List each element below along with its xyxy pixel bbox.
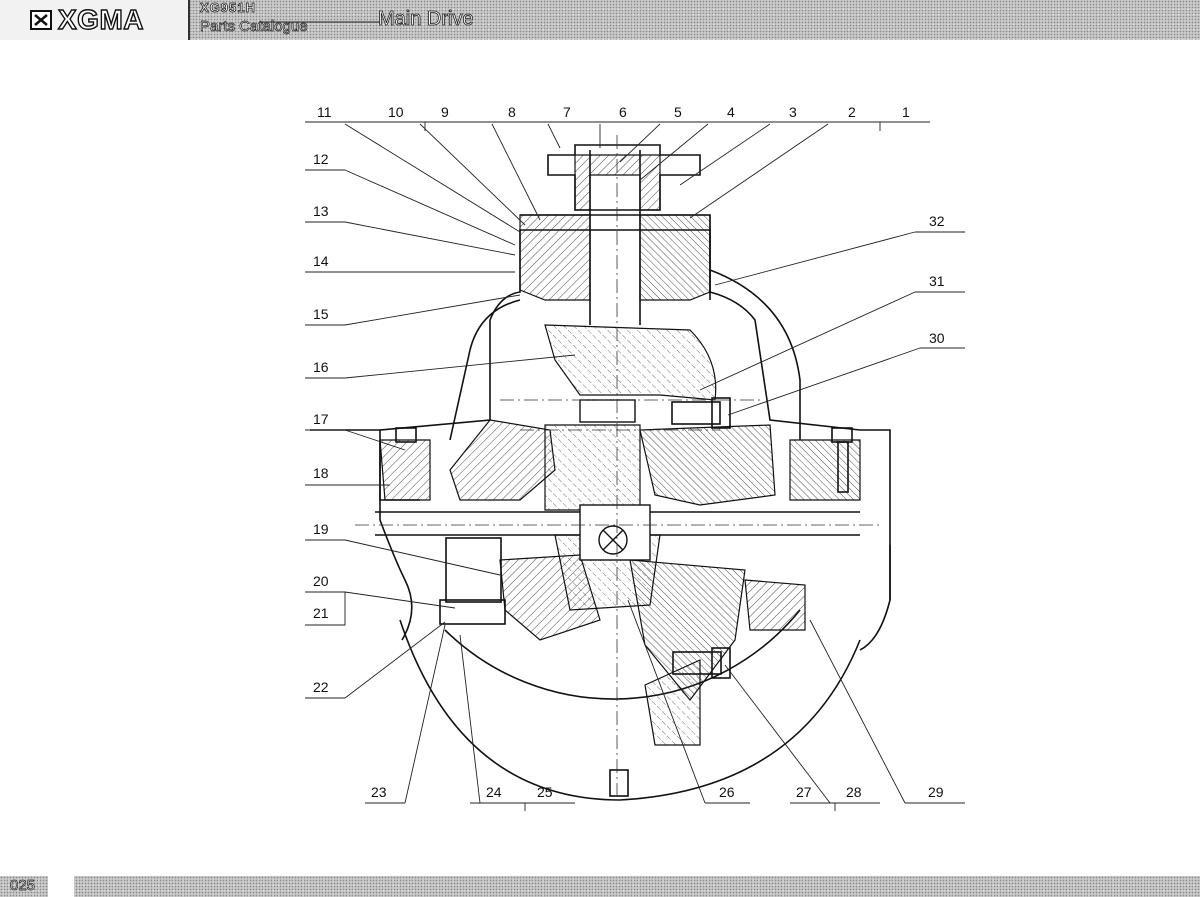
xgma-logo-icon xyxy=(30,10,52,30)
callout-3: 3 xyxy=(789,104,797,120)
callout-12: 12 xyxy=(313,151,329,167)
callout-25: 25 xyxy=(537,784,553,800)
callout-4: 4 xyxy=(727,104,735,120)
callout-20: 20 xyxy=(313,573,329,589)
footer-gap xyxy=(48,876,74,897)
footer-bar xyxy=(0,876,1200,897)
callout-23: 23 xyxy=(371,784,387,800)
callout-27: 27 xyxy=(796,784,812,800)
hatched-sections xyxy=(379,154,861,746)
callout-10: 10 xyxy=(388,104,404,120)
callout-13: 13 xyxy=(313,203,329,219)
model-number: XG951H xyxy=(200,0,256,15)
callout-5: 5 xyxy=(674,104,682,120)
callout-9: 9 xyxy=(441,104,449,120)
callout-18: 18 xyxy=(313,465,329,481)
center-lines xyxy=(355,135,880,800)
callout-32: 32 xyxy=(929,213,945,229)
callout-labels: 1 2 3 4 5 6 7 8 9 10 11 12 13 14 15 16 1… xyxy=(313,104,945,800)
callout-21: 21 xyxy=(313,605,329,621)
callout-19: 19 xyxy=(313,521,329,537)
callout-26: 26 xyxy=(719,784,735,800)
callout-6: 6 xyxy=(619,104,627,120)
callout-7: 7 xyxy=(563,104,571,120)
differential-cross xyxy=(579,399,651,561)
callout-15: 15 xyxy=(313,306,329,322)
callout-16: 16 xyxy=(313,359,329,375)
callout-8: 8 xyxy=(508,104,516,120)
callout-17: 17 xyxy=(313,411,329,427)
callout-14: 14 xyxy=(313,253,329,269)
callout-11: 11 xyxy=(317,104,332,120)
callout-2: 2 xyxy=(848,104,856,120)
header-rule xyxy=(260,21,380,23)
callout-1: 1 xyxy=(902,104,910,120)
logo-box: XGMA xyxy=(0,0,190,40)
callout-28: 28 xyxy=(846,784,862,800)
header-bar xyxy=(0,0,1200,40)
callout-29: 29 xyxy=(928,784,944,800)
callout-24: 24 xyxy=(486,784,502,800)
section-title: Main Drive xyxy=(378,8,474,31)
leader-lines xyxy=(305,121,965,804)
page-number: 025 xyxy=(10,877,36,895)
brand-name: XGMA xyxy=(57,3,144,35)
leader-ticks xyxy=(424,122,881,811)
callout-22: 22 xyxy=(313,679,329,695)
callout-31: 31 xyxy=(929,273,945,289)
callout-30: 30 xyxy=(929,330,945,346)
